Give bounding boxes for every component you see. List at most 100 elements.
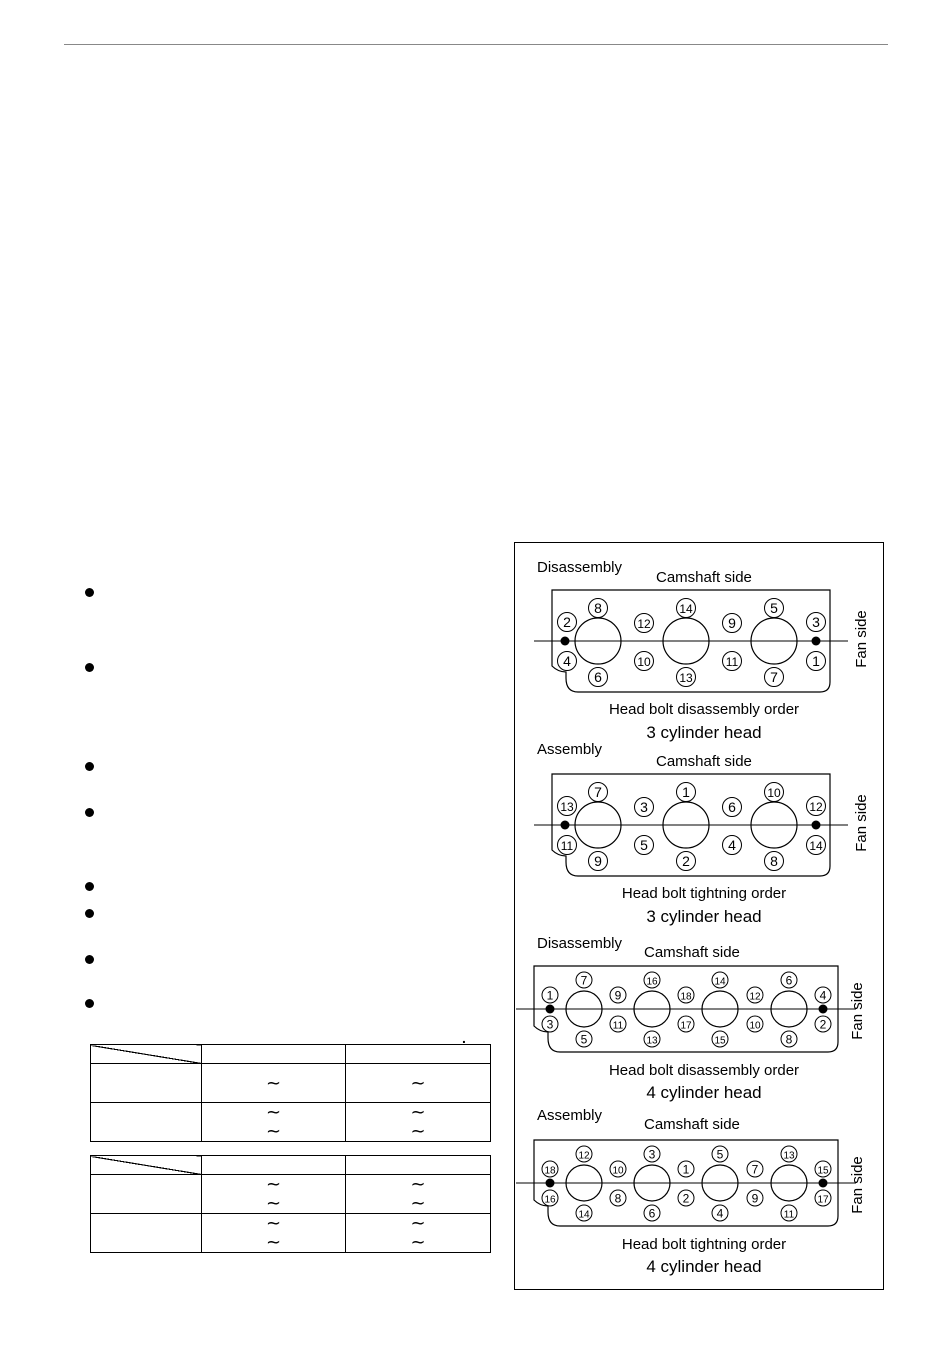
bolt-number: 14	[714, 976, 726, 987]
bolt-number: 3	[812, 614, 820, 630]
bolt-number: 6	[786, 973, 793, 987]
bolt-number: 5	[581, 1032, 588, 1046]
bolt-number: 5	[640, 837, 648, 853]
bullet-2	[85, 663, 94, 672]
bolt-number-circle	[541, 986, 559, 1004]
bolt-number-circle	[557, 835, 577, 855]
bullet-4	[85, 808, 94, 817]
bolt-number: 8	[615, 1191, 622, 1205]
bolt-number: 10	[637, 655, 651, 669]
dowel-pin-dot	[811, 820, 821, 830]
bolt-number-circle	[588, 851, 608, 871]
camshaft-side-label: Camshaft side	[644, 1116, 740, 1133]
bolt-number-circle	[557, 796, 577, 816]
bolt-number: 8	[786, 1032, 793, 1046]
bolt-number-circle	[764, 782, 784, 802]
bolt-number-circle	[541, 1015, 559, 1033]
value-cell: ~	[201, 1063, 346, 1103]
bolt-number-circle	[806, 796, 826, 816]
dowel-pin-dot	[818, 1004, 828, 1014]
bolt-number: 13	[783, 1150, 795, 1161]
bolt-number-circle	[676, 667, 696, 687]
bolt-number-circle	[764, 598, 784, 618]
value-cell: ~~	[201, 1174, 346, 1214]
bolt-number: 10	[612, 1165, 624, 1176]
bolt-number-circle	[746, 1015, 764, 1033]
bolt-number-circle	[722, 835, 742, 855]
bolt-number: 6	[594, 669, 602, 685]
bolt-number-circle	[677, 1189, 695, 1207]
bolt-number: 1	[683, 1162, 690, 1176]
row-label-cell	[90, 1174, 202, 1214]
bolt-number-circle	[814, 1160, 832, 1178]
bolt-number-circle	[609, 1160, 627, 1178]
bolt-number-circle	[575, 1204, 593, 1222]
spec-table-2: ~~ ~~ ~~ ~~	[90, 1155, 491, 1253]
diagram-caption: Head bolt tightning order	[622, 1236, 786, 1253]
bolt-number-circle	[722, 797, 742, 817]
bullet-1	[85, 588, 94, 597]
bolt-number: 15	[714, 1035, 726, 1046]
bolt-number: 12	[809, 800, 823, 814]
header-cell	[201, 1044, 346, 1064]
bolt-number: 2	[682, 853, 690, 869]
bolt-number-circle	[711, 1145, 729, 1163]
bolt-number-circle	[609, 1189, 627, 1207]
fan-side-label: Fan side	[849, 1156, 866, 1214]
cylinder-head-outline	[533, 965, 839, 1053]
value-cell: ~~	[201, 1213, 346, 1253]
bolt-number-circle	[764, 667, 784, 687]
bolt-number: 13	[679, 671, 693, 685]
bolt-number: 7	[770, 669, 778, 685]
diagram-subcaption: 3 cylinder head	[646, 723, 761, 742]
bullet-5	[85, 882, 94, 891]
table-corner-cell	[90, 1044, 202, 1064]
bolt-number-circle	[780, 1145, 798, 1163]
bolt-number-circle	[557, 612, 577, 632]
bolt-number-circle	[643, 1030, 661, 1048]
bolt-number-circle	[780, 1030, 798, 1048]
bolt-number: 8	[594, 600, 602, 616]
bolt-number: 3	[649, 1147, 656, 1161]
fan-side-label: Fan side	[853, 610, 870, 668]
bullet-3	[85, 762, 94, 771]
bolt-number: 8	[770, 853, 778, 869]
value-cell: ~~	[345, 1102, 491, 1142]
bolt-number-circle	[541, 1160, 559, 1178]
bolt-number: 13	[646, 1035, 658, 1046]
bolt-number: 6	[649, 1206, 656, 1220]
value-cell: ~~	[345, 1174, 491, 1214]
value-cell: ~~	[345, 1213, 491, 1253]
bolt-number-circle	[634, 651, 654, 671]
panel-mode-label: Disassembly	[537, 559, 623, 576]
camshaft-side-label: Camshaft side	[644, 944, 740, 961]
cylinder-head-outline	[551, 589, 831, 693]
bolt-number: 9	[752, 1191, 759, 1205]
camshaft-side-label: Camshaft side	[656, 569, 752, 586]
bolt-number: 18	[680, 991, 692, 1002]
bolt-number: 11	[561, 839, 574, 853]
bolt-number-circle	[588, 782, 608, 802]
bolt-number-circle	[677, 1160, 695, 1178]
bolt-number: 9	[728, 615, 736, 631]
bolt-number: 7	[581, 973, 588, 987]
fan-side-label: Fan side	[853, 794, 870, 852]
bolt-number-circle	[711, 1204, 729, 1222]
diagram-subcaption: 4 cylinder head	[646, 1257, 761, 1276]
header-cell	[201, 1155, 346, 1175]
bolt-number: 11	[726, 655, 739, 669]
panel-mode-label: Disassembly	[537, 935, 623, 952]
bolt-number-circle	[722, 651, 742, 671]
bolt-number: 18	[544, 1165, 556, 1176]
period-mark: .	[462, 1030, 466, 1046]
bolt-number: 4	[728, 837, 736, 853]
bolt-number: 14	[578, 1209, 590, 1220]
bolt-number-circle	[806, 835, 826, 855]
bolt-number-circle	[746, 986, 764, 1004]
dowel-pin-dot	[545, 1178, 555, 1188]
bolt-number: 11	[613, 1020, 624, 1031]
bolt-number: 16	[646, 976, 658, 987]
header-cell	[345, 1044, 491, 1064]
diagram-caption: Head bolt disassembly order	[609, 701, 799, 718]
